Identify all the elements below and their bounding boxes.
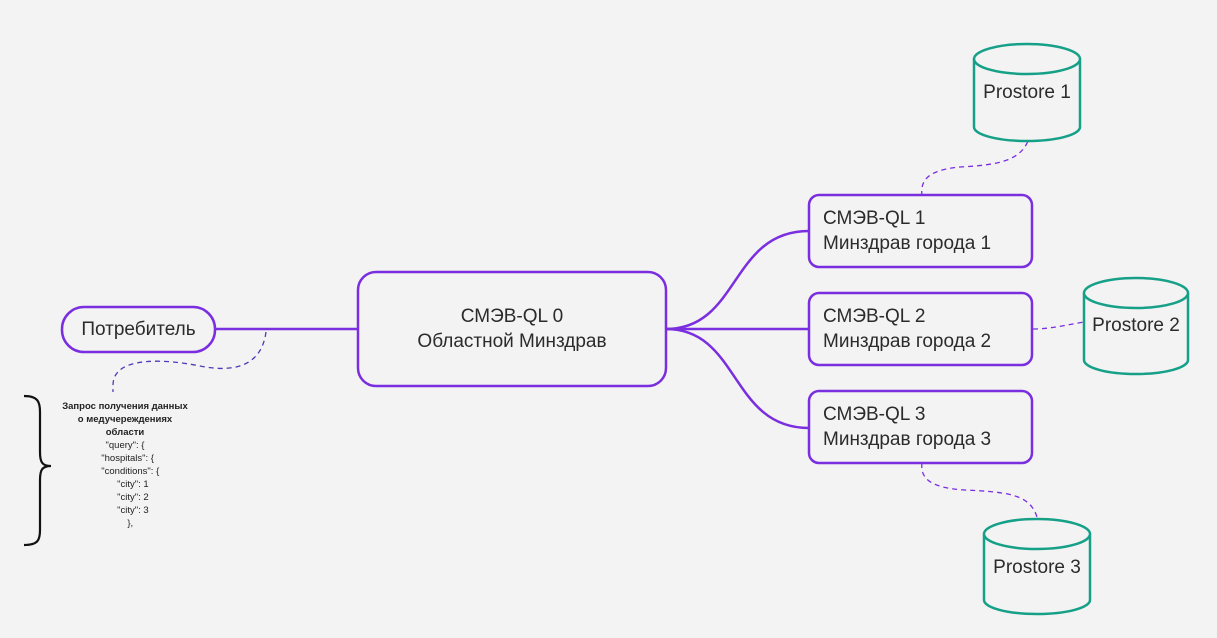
smev-node-2-line2: Минздрав города 2 — [823, 331, 992, 352]
database-3-icon[interactable] — [982, 517, 1092, 616]
smev-node-2-line1: СМЭВ-QL 2 — [823, 306, 926, 327]
consumer-note-dashed-connector — [112, 331, 267, 393]
smev-node-3-line2: Минздрав города 3 — [823, 429, 992, 450]
smev-node-2-label: СМЭВ-QL 2 Минздрав города 2 — [823, 304, 991, 354]
smev3-db3-dashed-connector — [921, 462, 1038, 518]
note-code-line: "city": 1 — [101, 479, 149, 490]
smev-node-1-line2: Минздрав города 1 — [823, 233, 992, 254]
note-code-line: "query": { — [105, 440, 145, 451]
note-title-line: области — [105, 427, 145, 438]
smev-central-line1: СМЭВ-QL 0 — [460, 306, 564, 327]
central-to-smev3-connector — [665, 327, 810, 430]
note-code-line: "conditions": { — [90, 466, 160, 477]
query-note: Запрос получения данных о медучереждения… — [40, 400, 210, 530]
consumer-node[interactable] — [60, 305, 217, 354]
smev2-db2-dashed-connector — [1032, 321, 1085, 330]
central-to-smev1-connector — [665, 229, 810, 331]
note-code-line: "city": 2 — [101, 492, 149, 503]
note-title-line: Запрос получения данных — [62, 401, 188, 412]
smev-node-1-line1: СМЭВ-QL 1 — [823, 208, 926, 229]
note-title-line: о медучереждениях — [77, 414, 173, 425]
database-1-icon[interactable] — [972, 42, 1082, 143]
smev-node-3[interactable] — [807, 389, 1034, 465]
smev-node-3-label: СМЭВ-QL 3 Минздрав города 3 — [823, 402, 991, 452]
curly-brace — [23, 394, 52, 547]
note-code-line: "hospitals": { — [96, 453, 154, 464]
smev-central-node[interactable] — [356, 270, 668, 388]
consumer-label: Потребитель — [81, 319, 196, 340]
smev-node-1[interactable] — [807, 193, 1034, 269]
smev1-db1-dashed-connector — [921, 140, 1029, 197]
database-3-label: Prostore 3 — [993, 557, 1081, 578]
database-2-label: Prostore 2 — [1092, 315, 1180, 336]
smev-central-line2: Областной Минздрав — [417, 331, 607, 352]
note-code-line: "city": 3 — [101, 505, 149, 516]
smev-node-3-line1: СМЭВ-QL 3 — [823, 404, 926, 425]
smev-central-label: СМЭВ-QL 0 Областной Минздрав — [358, 304, 666, 354]
note-code-line: }, — [116, 518, 134, 529]
smev-node-1-label: СМЭВ-QL 1 Минздрав города 1 — [823, 206, 991, 256]
database-1-label: Prostore 1 — [983, 82, 1071, 103]
smev-node-2[interactable] — [807, 291, 1034, 367]
database-2-icon[interactable] — [1082, 276, 1190, 376]
